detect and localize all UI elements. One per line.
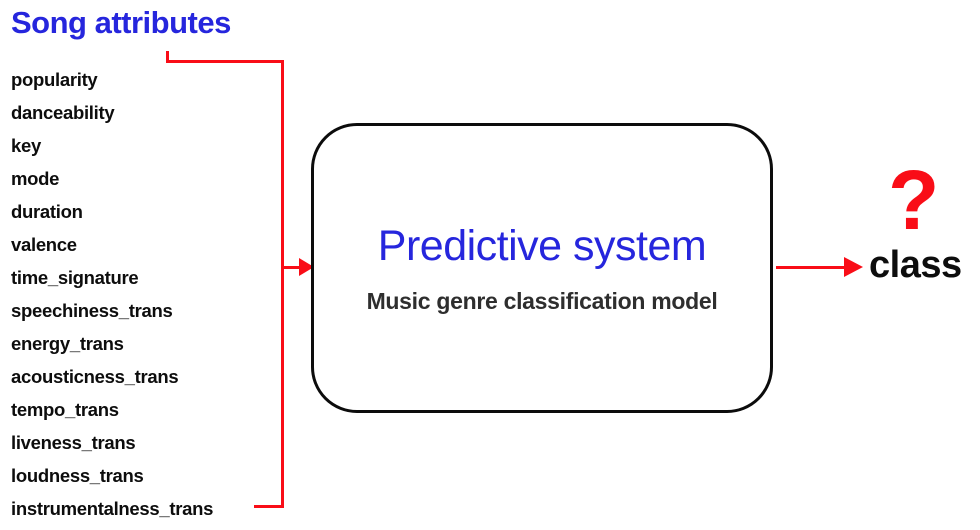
attribute-item: speechiness_trans — [11, 299, 173, 321]
attribute-item: valence — [11, 233, 77, 255]
attribute-item: loudness_trans — [11, 464, 144, 486]
attribute-item: energy_trans — [11, 332, 124, 354]
attribute-item: duration — [11, 200, 83, 222]
output-class-label: class — [869, 244, 962, 286]
attribute-item: instrumentalness_trans — [11, 497, 214, 519]
attribute-item: popularity — [11, 68, 98, 90]
input-arrow-line — [284, 266, 301, 269]
attribute-item: acousticness_trans — [11, 365, 179, 387]
song-attributes-title: Song attributes — [11, 5, 231, 40]
input-arrowhead-icon — [299, 258, 314, 276]
bracket-bottom-line — [254, 505, 284, 508]
attribute-item: tempo_trans — [11, 398, 119, 420]
question-mark: ? — [888, 153, 940, 247]
bracket-top-line — [166, 60, 284, 63]
attribute-list: popularity danceability key mode duration val… — [11, 63, 213, 525]
output-arrowhead-icon — [844, 257, 863, 277]
predictive-system-subtitle: Music genre classification model — [366, 287, 718, 314]
attribute-item: danceability — [11, 101, 115, 123]
predictive-system-title: Predictive system — [377, 221, 707, 270]
attribute-item: time_signature — [11, 266, 139, 288]
attribute-item: liveness_trans — [11, 431, 136, 453]
attribute-item: key — [11, 134, 41, 156]
output-arrow-line — [776, 266, 846, 269]
bracket-start-tick — [166, 51, 169, 63]
predictive-system-box: Predictive system Music genre classifica… — [311, 123, 773, 413]
attribute-item: mode — [11, 167, 60, 189]
bracket-vertical-line — [281, 60, 284, 508]
